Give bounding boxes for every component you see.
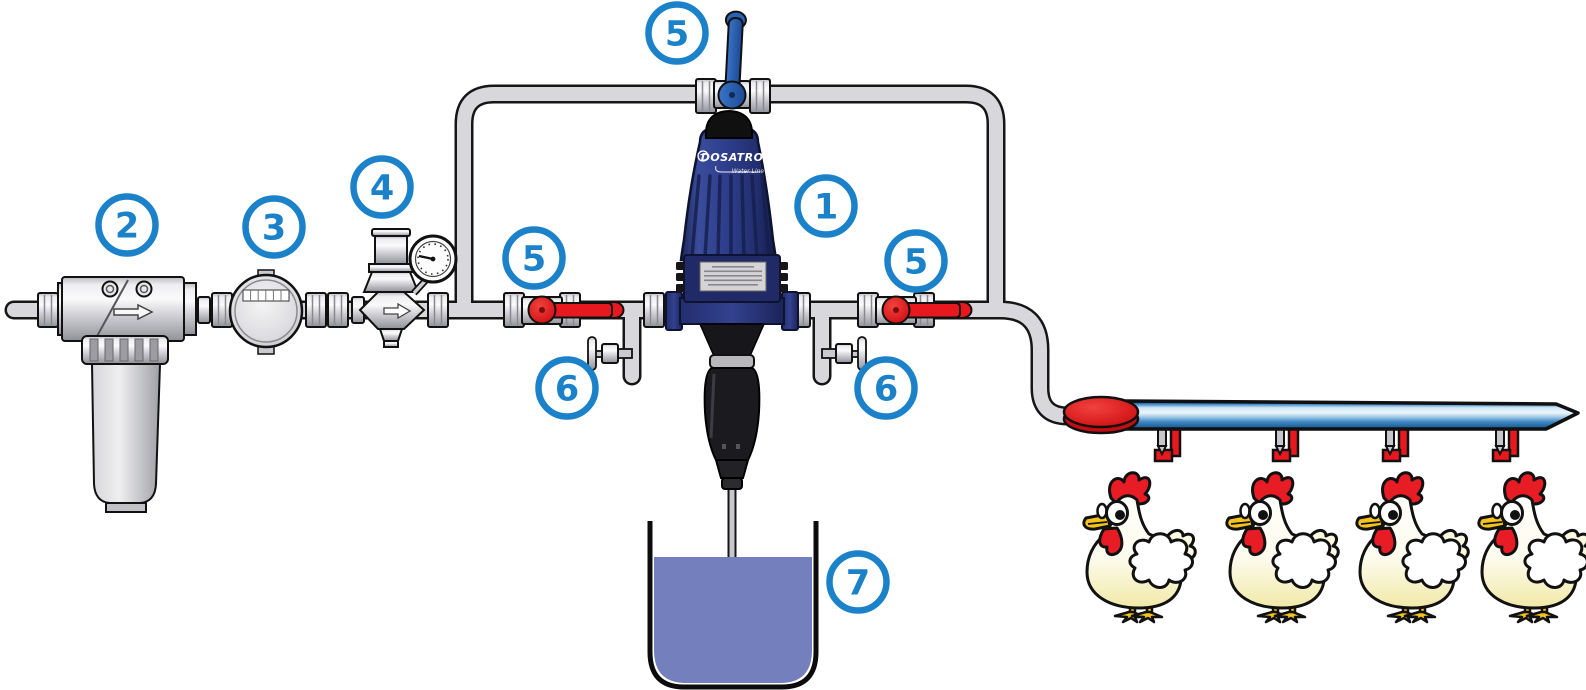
pump-top-knob <box>704 109 754 139</box>
filter-bowl <box>90 363 162 504</box>
callout-number: 4 <box>370 169 394 209</box>
pressure-gauge <box>408 234 458 284</box>
drinker-nipple-4 <box>1491 426 1520 463</box>
pump-brand-logo: DOSATRON Water Line <box>697 150 773 175</box>
concentrate-tank <box>647 486 819 690</box>
callout-labels: 1 2 3 4 5 5 5 6 6 7 <box>95 1 948 614</box>
valve-handle <box>547 302 613 319</box>
callout-ring <box>854 356 918 420</box>
callout-ring <box>242 195 306 259</box>
callout-7-concentrate-tank: 7 <box>826 550 890 614</box>
water-meter <box>228 269 349 355</box>
callout-number: 7 <box>846 564 870 604</box>
pump-spec-label <box>676 254 788 303</box>
callout-6-right-drain-valve: 6 <box>854 356 918 420</box>
right-drain-valve <box>821 336 867 371</box>
valve-handle <box>724 10 747 92</box>
callout-4-pressure-regulator: 4 <box>350 155 414 219</box>
drinker-nipple-2 <box>1271 426 1300 463</box>
pump-series-text: Water Line <box>732 168 765 175</box>
outlet-shutoff-valve <box>857 292 973 328</box>
drinker-pipe <box>1124 399 1580 431</box>
drinker-nipple-1 <box>1153 426 1182 463</box>
callout-ring <box>884 229 948 293</box>
chicken-1 <box>1082 471 1197 624</box>
inlet-shutoff-valve <box>503 292 625 328</box>
callout-5-outlet-shutoff-valve: 5 <box>884 229 948 293</box>
dosatron-dosing-pump: DOSATRON Water Line <box>643 109 811 490</box>
callout-number: 3 <box>262 209 286 249</box>
pump-brand-text: DOSATRON <box>701 151 773 164</box>
left-drain-valve <box>587 336 633 371</box>
pressure-regulator <box>351 228 458 348</box>
chicken-4 <box>1477 471 1586 624</box>
callout-number: 2 <box>115 207 139 247</box>
chicken-flock <box>1082 471 1586 624</box>
meter-register-window <box>242 289 290 302</box>
callout-number: 6 <box>555 370 579 410</box>
flow-arrow <box>383 302 412 320</box>
valve-handle <box>901 302 961 319</box>
callout-number: 5 <box>904 243 928 283</box>
callout-number: 5 <box>665 15 689 55</box>
callout-ring <box>350 155 414 219</box>
water-filter <box>37 276 233 513</box>
callout-ring <box>535 356 599 420</box>
callout-number: 5 <box>522 240 546 280</box>
callout-ring <box>794 174 858 238</box>
callout-3-water-meter: 3 <box>242 195 306 259</box>
callout-number: 6 <box>874 370 898 410</box>
callout-5-bypass-valve: 5 <box>645 1 709 65</box>
drinker-line <box>1062 395 1580 435</box>
callout-ring <box>826 550 890 614</box>
callout-1-dosatron-dosing-pump: 1 <box>794 174 858 238</box>
tank-liquid <box>654 557 812 683</box>
pump-bell-housing <box>679 126 778 262</box>
drinker-line-end-regulator <box>1062 395 1140 435</box>
chicken-3 <box>1355 471 1470 624</box>
flow-arrow <box>113 303 154 321</box>
callout-5-inlet-shutoff-valve: 5 <box>502 226 566 290</box>
drinker-nipple-3 <box>1381 426 1410 463</box>
pump-dosing-section <box>698 323 766 490</box>
chicken-2 <box>1225 471 1340 624</box>
callout-ring <box>95 193 159 257</box>
bypass-valve <box>695 10 771 114</box>
callout-2-water-filter: 2 <box>95 193 159 257</box>
callout-ring <box>502 226 566 290</box>
callout-6-left-drain-valve: 6 <box>535 356 599 420</box>
callout-ring <box>645 1 709 65</box>
callout-number: 1 <box>814 188 838 228</box>
drinker-nipples <box>1153 426 1520 463</box>
